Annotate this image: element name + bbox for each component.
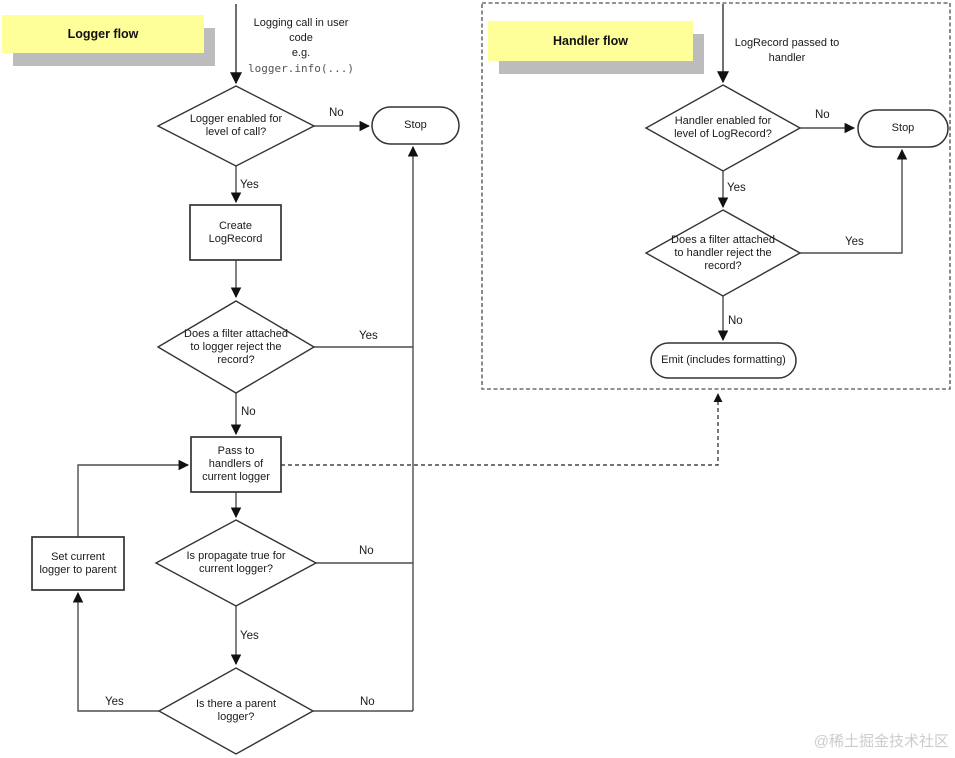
edge-label-logger-filter-yes: Yes [359, 330, 378, 342]
edge-label-handler-filter-yes: Yes [845, 236, 864, 248]
node-parent-check-text: Is there a parent logger? [195, 698, 277, 723]
node-handler-stop-text: Stop [891, 122, 915, 134]
edge-label-logger-filter-no: No [241, 406, 256, 418]
edge-pass-to-handler-flow-dashed [281, 393, 723, 466]
node-handler-level-check-text: Handler enabled for level of LogRecord? [674, 115, 772, 140]
node-propagate-check-text: Is propagate true for current logger? [186, 550, 286, 575]
edge-label-propagate-yes: Yes [240, 630, 259, 642]
diamond-logger-level-check [156, 85, 316, 167]
handler-flow-title: Handler flow [488, 21, 693, 61]
handler-entry-text: LogRecord passed to handler [734, 37, 840, 64]
edge-label-parent-yes: Yes [105, 696, 124, 708]
node-logger-filter-check-text: Does a filter attached to logger reject … [184, 327, 288, 366]
watermark-text: @稀土掘金技术社区 [813, 733, 949, 750]
node-logger-stop-text: Stop [404, 119, 427, 131]
diamond-handler-level-check [644, 84, 802, 172]
diamond-propagate-check [154, 519, 318, 607]
edge-handler-filter-yes-to-stop [800, 148, 908, 254]
logger-flow-title: Logger flow [2, 15, 204, 53]
diamond-parent-check [157, 667, 315, 755]
node-handler-filter-check-text: Does a filter attached to handler reject… [671, 233, 775, 272]
node-emit-text: Emit (includes formatting) [661, 354, 786, 366]
process-set-current-logger [31, 536, 125, 591]
edge-label-parent-no: No [360, 696, 375, 708]
logger-entry-text: Logging call in user code e.g. [253, 17, 349, 59]
edge-label-handler-filter-no: No [728, 315, 743, 327]
edge-label-logger-level-yes: Yes [240, 179, 259, 191]
edge-label-logger-level-no: No [329, 107, 344, 119]
node-logger-level-check-text: Logger enabled for level of call? [189, 113, 283, 138]
logger-flow-title-text: Logger flow [67, 27, 139, 41]
node-pass-to-handlers-text: Pass to handlers of current logger [202, 445, 270, 483]
terminator-logger-stop [371, 106, 460, 145]
diamond-handler-filter-check [644, 209, 802, 297]
node-set-current-logger-text: Set current logger to parent [39, 550, 117, 576]
handler-flow-title-text: Handler flow [552, 34, 628, 48]
diamond-logger-filter-check [156, 300, 316, 394]
logger-entry-code: logger.info(...) [248, 62, 354, 75]
node-create-logrecord-text: Create LogRecord [208, 219, 263, 245]
terminator-emit [650, 342, 797, 379]
edge-set-parent-loop-to-pass [77, 459, 190, 537]
edge-label-handler-level-yes: Yes [727, 182, 746, 194]
process-pass-to-handlers [190, 436, 282, 493]
terminator-handler-stop [857, 109, 949, 148]
handler-flow-container-border [481, 2, 951, 390]
edge-label-handler-level-no: No [815, 109, 830, 121]
process-create-logrecord [189, 204, 282, 261]
edge-parent-yes-to-set-parent [72, 591, 159, 712]
edge-label-propagate-no: No [359, 545, 374, 557]
